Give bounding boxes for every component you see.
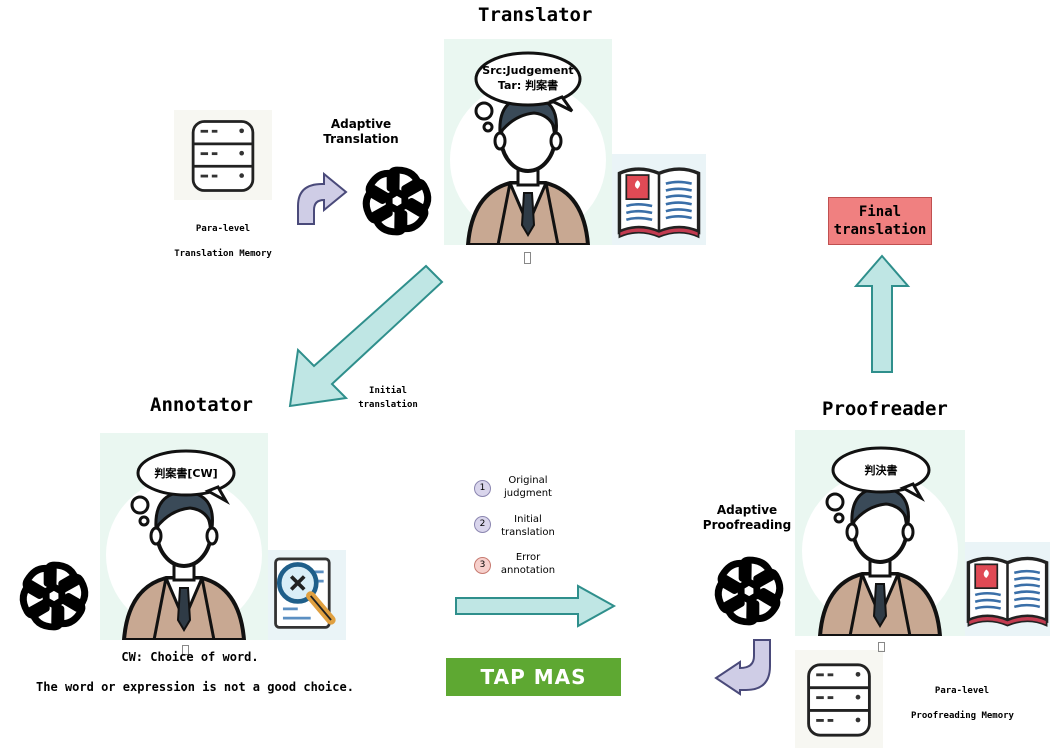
step-3-badge: 3 (474, 557, 491, 574)
annotator-marker (182, 645, 189, 655)
arrow-to-annotator (288, 264, 444, 408)
proofreader-marker (878, 642, 885, 652)
initial-translation-line2: translation (358, 400, 418, 410)
translator-bubble-line2: Tar: 判案書 (497, 79, 559, 92)
proofreader-title: Proofreader (822, 398, 948, 420)
annotator-title: Annotator (150, 394, 253, 416)
adaptive-translation-line2: Translation (323, 132, 399, 146)
final-translation-line2: translation (833, 222, 927, 238)
step-3-line2: annotation (500, 565, 556, 576)
proofreading-memory-tile (795, 650, 883, 748)
initial-translation-label: Initial translation (352, 384, 424, 412)
translator-avatar (444, 51, 612, 245)
final-translation-line1: Final (858, 204, 902, 220)
translator-bubble-line1: Src:Judgement (482, 64, 574, 77)
step-2-badge: 2 (474, 516, 491, 533)
proofreader-avatar (795, 446, 965, 636)
adaptive-proofreading-line2: Proofreading (702, 518, 792, 532)
translation-memory-line2: Translation Memory (174, 249, 272, 259)
translator-panel: Src:Judgement Tar: 判案書 (444, 39, 612, 245)
adaptive-translation-label: Adaptive Translation (316, 117, 406, 147)
initial-translation-line1: Initial (369, 386, 407, 396)
step-3-label: Error annotation (488, 551, 568, 577)
hong-kong-law-book-icon (966, 556, 1049, 628)
adaptive-proofreading-label: Adaptive Proofreading (702, 503, 792, 533)
step-2-line1: Initial (514, 514, 542, 525)
proofreader-openai-tile (703, 542, 795, 636)
annotator-bubble: 判案書[CW] (154, 467, 218, 480)
openai-icon (8, 545, 100, 640)
proofreading-memory-line1: Para-level (934, 686, 990, 696)
step-1-label: Original judgment (488, 474, 568, 500)
step-2-label: Initial translation (488, 513, 568, 539)
adaptive-proofreading-line1: Adaptive (716, 503, 778, 517)
hong-kong-law-book-icon (617, 167, 701, 239)
database-icon (191, 120, 255, 192)
translator-title: Translator (478, 4, 593, 26)
annotator-openai-tile (8, 545, 100, 640)
proofreading-memory-line2: Proofreading Memory (911, 711, 1014, 721)
proofreader-book-tile (965, 542, 1050, 636)
openai-icon (703, 542, 795, 636)
step-1-line2: judgment (504, 488, 552, 499)
annotator-magnify-tile (268, 550, 346, 640)
magnifier-document-icon (268, 550, 346, 640)
cw-explanation: The word or expression is not a good cho… (36, 680, 354, 694)
step-3-line1: Error (515, 552, 541, 563)
step-2-line2: translation (501, 527, 555, 538)
proofreader-bubble: 判決書 (864, 464, 898, 477)
translation-memory-line1: Para-level (195, 224, 251, 234)
translation-memory-tile (174, 110, 272, 200)
database-icon (807, 663, 871, 737)
step-1-badge: 1 (474, 480, 491, 497)
final-translation-box: Final translation (828, 197, 932, 245)
step-1-line1: Original (508, 475, 548, 486)
openai-icon (351, 152, 444, 245)
translator-book-tile (612, 154, 706, 245)
translator-openai-tile (351, 152, 444, 245)
cw-definition: CW: Choice of word. (121, 650, 259, 664)
annotator-avatar (100, 449, 268, 640)
proofreader-panel: 判決書 (795, 430, 965, 636)
tap-mas-badge: TAP MAS (446, 658, 621, 696)
arrow-to-final (853, 254, 911, 373)
adaptive-proofreading-cycle-arrow (714, 639, 771, 696)
annotator-panel: 判案書[CW] (100, 433, 268, 640)
translator-marker (524, 252, 531, 264)
adaptive-translation-cycle-arrow (297, 171, 348, 225)
arrow-to-proofreader (455, 584, 617, 628)
adaptive-translation-line1: Adaptive (330, 117, 392, 131)
